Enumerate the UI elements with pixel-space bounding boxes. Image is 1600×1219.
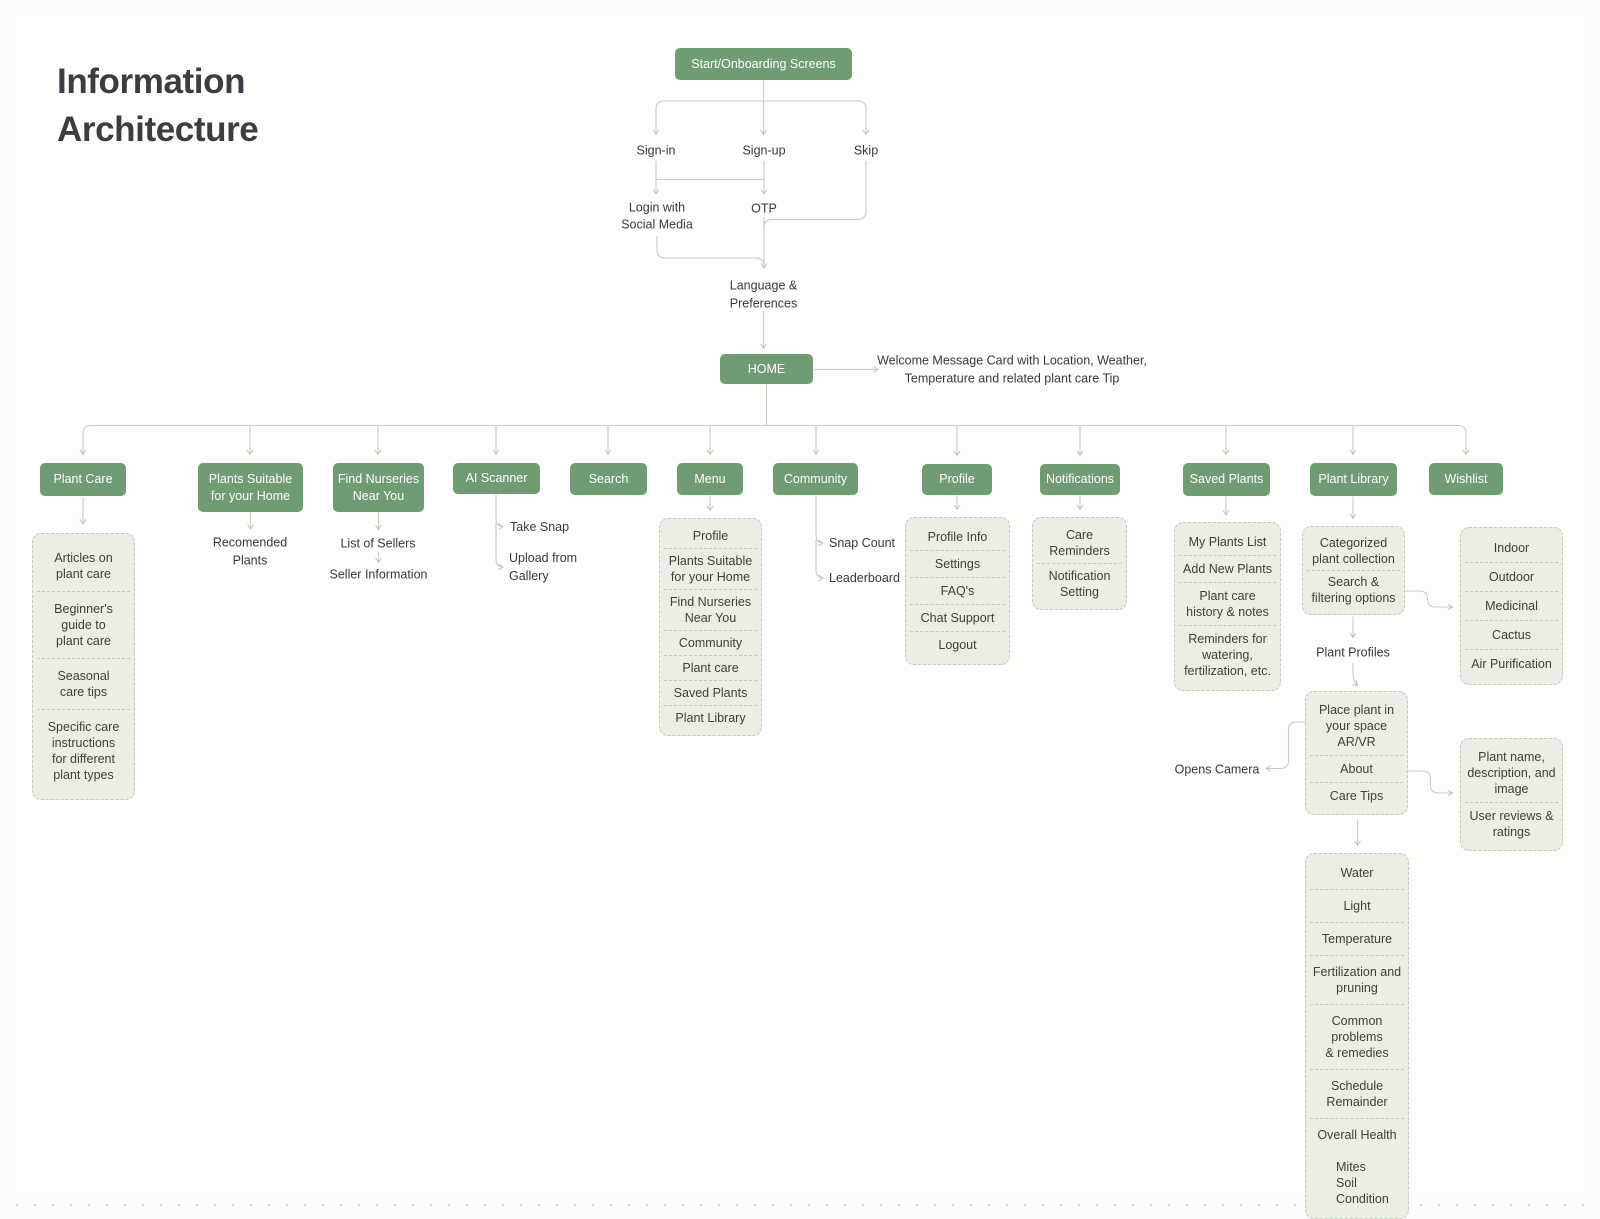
- node-login-social-media: Login with Social Media: [621, 200, 693, 232]
- box-item: Schedule Remainder: [1310, 1069, 1404, 1118]
- node-find-nurseries[interactable]: Find Nurseries Near You: [333, 463, 424, 512]
- box-item: Reminders for watering, fertilization, e…: [1179, 625, 1276, 684]
- box-item: Air Purification: [1465, 649, 1558, 678]
- box-item: Water: [1340, 866, 1374, 880]
- node-plants-suitable[interactable]: Plants Suitable for your Home: [198, 463, 303, 512]
- node-language-preferences: Language & Preferences: [729, 278, 798, 311]
- box-item: Add New Plants: [1179, 555, 1276, 582]
- box-item: Beginner's guide to plant care: [37, 591, 130, 658]
- box-item: FAQ's: [910, 577, 1005, 604]
- plant-about-details-box: Plant name, description, and image User …: [1460, 738, 1563, 851]
- plant-profiles-label: Plant Profiles: [1316, 645, 1390, 660]
- box-item: Medicinal: [1465, 591, 1558, 620]
- box-item: Place plant in your space AR/VR: [1318, 703, 1395, 749]
- care-tips-details-box: Water Light Temperature Fertilization an…: [1305, 853, 1409, 1219]
- box-item: Plants Suitable for your Home: [664, 548, 757, 589]
- box-item: Care Tips: [1310, 782, 1403, 809]
- box-item: Plant care history & notes: [1179, 582, 1276, 625]
- leaderboard-label: Leaderboard: [829, 571, 900, 585]
- page-title: Information Architecture: [57, 62, 259, 149]
- box-item: Logout: [910, 631, 1005, 658]
- box-item: Profile: [692, 529, 729, 543]
- box-item: Mites Soil Condition: [1336, 1160, 1389, 1206]
- box-item: Care Reminders: [1049, 528, 1110, 558]
- node-plant-library[interactable]: Plant Library: [1310, 463, 1397, 496]
- notifications-children-box: Care Reminders Notification Setting: [1032, 517, 1127, 610]
- box-item: Overall Health: [1310, 1118, 1404, 1151]
- box-item: Settings: [910, 550, 1005, 577]
- node-notifications[interactable]: Notifications: [1040, 464, 1120, 495]
- box-item: Cactus: [1465, 620, 1558, 649]
- box-item: Specific care instructions for different…: [37, 709, 130, 792]
- node-search[interactable]: Search: [570, 463, 647, 495]
- node-sign-up: Sign-up: [742, 143, 786, 158]
- recommended-plants-label: Recomended Plants: [212, 535, 288, 568]
- snap-count-label: Snap Count: [829, 536, 896, 550]
- box-item: Community: [664, 630, 757, 655]
- box-item: Profile Info: [927, 530, 988, 544]
- profile-children-box: Profile Info Settings FAQ's Chat Support…: [905, 517, 1010, 665]
- plant-care-children-box: Articles on plant care Beginner's guide …: [32, 533, 135, 800]
- box-item: Seasonal care tips: [37, 658, 130, 709]
- box-item: About: [1310, 755, 1403, 782]
- box-item: Categorized plant collection: [1312, 536, 1395, 566]
- node-ai-scanner[interactable]: AI Scanner: [453, 463, 540, 494]
- seller-information-label: Seller Information: [329, 567, 428, 582]
- box-item: Find Nurseries Near You: [664, 589, 757, 630]
- node-sign-in: Sign-in: [636, 143, 676, 158]
- box-item: Common problems & remedies: [1310, 1004, 1404, 1069]
- box-item: Plant Library: [664, 705, 757, 730]
- node-profile[interactable]: Profile: [922, 464, 992, 495]
- box-item: Chat Support: [910, 604, 1005, 631]
- box-item: Search & filtering options: [1307, 570, 1400, 609]
- saved-plants-children-box: My Plants List Add New Plants Plant care…: [1174, 522, 1281, 691]
- box-item: Notification Setting: [1037, 563, 1122, 604]
- box-item: Articles on plant care: [54, 551, 113, 581]
- node-otp: OTP: [751, 200, 777, 215]
- box-item: Outdoor: [1465, 562, 1558, 591]
- box-item: Light: [1310, 889, 1404, 922]
- node-skip: Skip: [853, 143, 879, 158]
- box-item: Plant care: [664, 655, 757, 680]
- menu-children-box: Profile Plants Suitable for your Home Fi…: [659, 518, 762, 736]
- welcome-message-note: Welcome Message Card with Location, Weat…: [877, 353, 1147, 386]
- box-item: Plant name, description, and image: [1467, 750, 1556, 796]
- node-plant-care[interactable]: Plant Care: [40, 463, 126, 496]
- node-menu[interactable]: Menu: [677, 463, 743, 495]
- box-item: User reviews & ratings: [1465, 802, 1558, 845]
- wishlist-categories-box: Indoor Outdoor Medicinal Cactus Air Puri…: [1460, 527, 1563, 685]
- plant-profile-actions-box: Place plant in your space AR/VR About Ca…: [1305, 691, 1408, 815]
- box-item: My Plants List: [1188, 535, 1267, 549]
- box-item: Temperature: [1310, 922, 1404, 955]
- upload-from-gallery-label: Upload from Gallery: [509, 551, 578, 583]
- list-of-sellers-label: List of Sellers: [340, 535, 416, 550]
- box-item: Fertilization and pruning: [1310, 955, 1404, 1004]
- plant-library-children-box: Categorized plant collection Search & fi…: [1302, 526, 1405, 615]
- node-home[interactable]: HOME: [720, 354, 813, 384]
- node-wishlist[interactable]: Wishlist: [1429, 463, 1503, 495]
- box-item: Saved Plants: [664, 680, 757, 705]
- node-start-onboarding[interactable]: Start/Onboarding Screens: [675, 48, 852, 80]
- node-community[interactable]: Community: [773, 463, 858, 495]
- node-saved-plants[interactable]: Saved Plants: [1183, 463, 1270, 496]
- opens-camera-label: Opens Camera: [1174, 762, 1260, 777]
- box-item: Indoor: [1493, 541, 1530, 555]
- take-snap-label: Take Snap: [510, 520, 570, 534]
